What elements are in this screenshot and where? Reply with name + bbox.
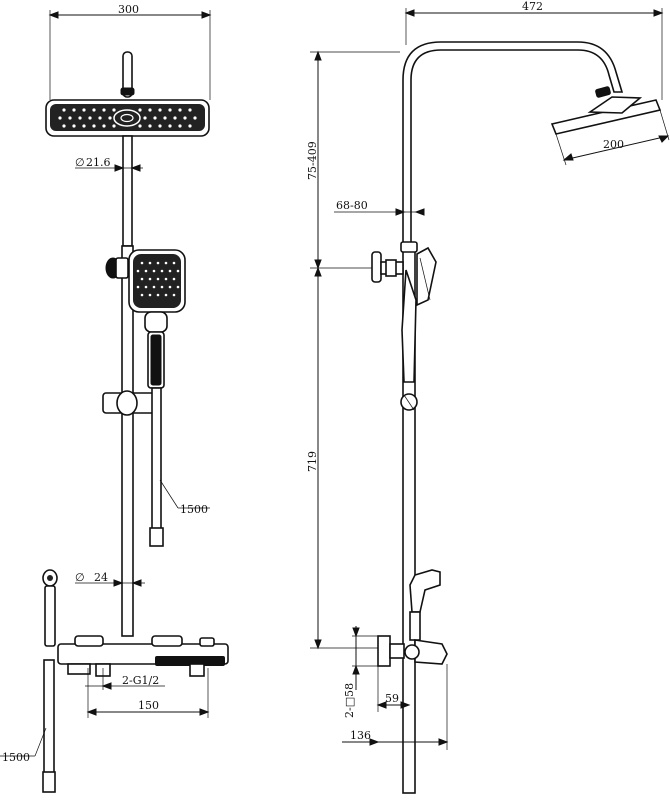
bidet-sprayer-side [409,569,441,613]
front-view: 300 ∅ 21.6 [0,3,229,793]
right-control-knob [151,635,183,647]
hand-shower-nozzles [136,261,180,297]
base-offset-label: 136 [350,729,371,742]
left-control-knob [74,635,104,647]
lower-hose [43,659,55,776]
connector-label: 2-G1/2 [122,674,159,687]
spacing-label: 150 [138,699,159,712]
bar-diameter-label: 24 [94,571,108,584]
bar-diameter-symbol: ∅ [75,571,85,584]
mixer-body-side [377,635,391,667]
side-view: 472 200 75-409 68-80 [306,0,670,794]
pipe-diameter-symbol: ∅ [75,156,85,169]
height-adjust-label: 75-409 [306,141,319,180]
slide-bar [121,245,134,637]
wall-bracket-disc [371,251,382,283]
mixer-front-panel [155,656,225,666]
shower-arm [402,41,624,246]
wall-offset-label: 59 [385,692,399,705]
lower-height-label: 719 [306,451,319,472]
pipe-diameter-label: 21.6 [86,156,111,169]
front-width-label: 300 [118,3,139,16]
hand-shower-handle-side [401,269,417,383]
upper-hose [151,387,162,531]
upper-riser [122,135,133,247]
bidet-sprayer-handle [44,585,56,647]
top-pipe [122,51,133,98]
arm-offset-label: 68-80 [336,199,368,212]
upper-hose-length-label: 1500 [180,503,208,516]
shower-nozzles [58,108,197,128]
hand-shower-side [416,246,437,307]
lower-hose-length-label: 1500 [2,751,30,764]
side-reach-label: 472 [522,0,543,13]
head-size-label: 200 [603,138,624,151]
square-size-label: 2-□58 [343,683,356,718]
